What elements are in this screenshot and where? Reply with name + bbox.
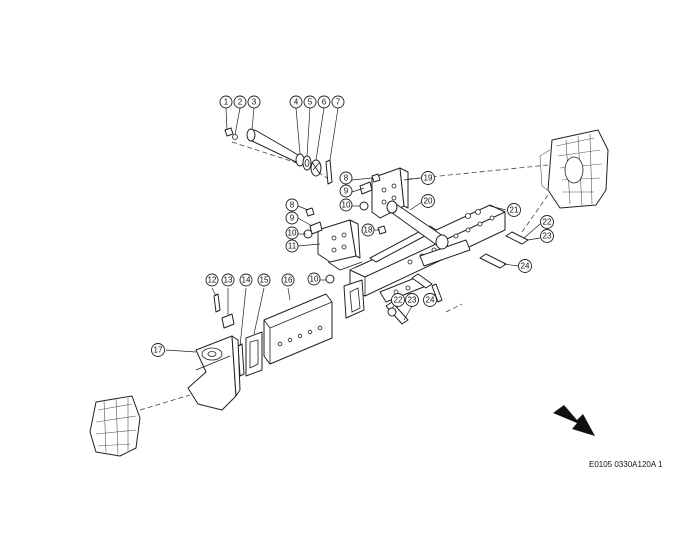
- svg-text:4: 4: [294, 98, 299, 107]
- svg-text:23: 23: [543, 232, 552, 241]
- callout-9-left: 9: [285, 211, 299, 225]
- callout-6: 6: [317, 95, 331, 109]
- callout-13: 13: [221, 273, 235, 287]
- svg-text:10: 10: [342, 201, 351, 210]
- drawing-code: E0105 0330A120A 1: [589, 460, 663, 469]
- svg-text:21: 21: [510, 206, 519, 215]
- pin-assembly: [224, 127, 333, 185]
- drawbar-sleeve: [263, 293, 333, 365]
- callout-16: 16: [281, 273, 295, 287]
- callout-24-lower: 24: [423, 293, 437, 307]
- gearbox-housing-right: [539, 129, 609, 209]
- bolt-set-lower: [385, 301, 409, 325]
- svg-text:10: 10: [310, 275, 319, 284]
- callout-10-lower: 10: [307, 272, 321, 286]
- leader-lines: [165, 107, 541, 353]
- svg-text:13: 13: [224, 276, 233, 285]
- callout-5: 5: [303, 95, 317, 109]
- svg-text:5: 5: [308, 98, 313, 107]
- callout-23-lower: 23: [405, 293, 419, 307]
- direction-arrow: [553, 405, 595, 436]
- svg-text:19: 19: [424, 174, 433, 183]
- callout-12: 12: [205, 273, 219, 287]
- svg-text:18: 18: [364, 226, 373, 235]
- svg-text:17: 17: [154, 346, 163, 355]
- svg-text:8: 8: [344, 174, 349, 183]
- callout-4: 4: [289, 95, 303, 109]
- svg-text:23: 23: [408, 296, 417, 305]
- main-frame: [343, 204, 506, 319]
- callout-11: 11: [285, 239, 299, 253]
- svg-text:22: 22: [394, 296, 403, 305]
- callout-15: 15: [257, 273, 271, 287]
- callout-17: 17: [151, 343, 165, 357]
- svg-text:10: 10: [288, 229, 297, 238]
- svg-text:7: 7: [336, 98, 341, 107]
- svg-text:15: 15: [260, 276, 269, 285]
- svg-text:12: 12: [208, 276, 217, 285]
- svg-text:8: 8: [290, 201, 295, 210]
- callout-22-lower: 22: [391, 293, 405, 307]
- svg-text:24: 24: [521, 262, 530, 271]
- hitch-clevis: [187, 335, 241, 411]
- svg-text:9: 9: [344, 187, 349, 196]
- callout-10-left: 10: [285, 226, 299, 240]
- callout-20: 20: [421, 194, 435, 208]
- svg-text:6: 6: [322, 98, 327, 107]
- callout-7: 7: [331, 95, 345, 109]
- svg-text:20: 20: [424, 197, 433, 206]
- callout-10-upper: 10: [339, 198, 353, 212]
- callout-8-left: 8: [285, 198, 299, 212]
- callout-22-right: 22: [540, 215, 554, 229]
- callout-2: 2: [233, 95, 247, 109]
- left-bracket: [303, 207, 363, 271]
- svg-text:22: 22: [543, 218, 552, 227]
- cross-tube: [386, 200, 449, 250]
- svg-text:11: 11: [288, 242, 297, 251]
- callout-3: 3: [247, 95, 261, 109]
- svg-text:24: 24: [426, 296, 435, 305]
- svg-text:3: 3: [252, 98, 257, 107]
- callout-19: 19: [421, 171, 435, 185]
- svg-text:9: 9: [290, 214, 295, 223]
- callout-18: 18: [361, 223, 375, 237]
- svg-text:16: 16: [284, 276, 293, 285]
- svg-text:2: 2: [238, 98, 243, 107]
- callout-21: 21: [507, 203, 521, 217]
- callout-24-right: 24: [518, 259, 532, 273]
- callout-9-upper: 9: [339, 184, 353, 198]
- gearbox-housing-left: [89, 395, 141, 457]
- small-bolt: [377, 225, 387, 235]
- washer-lower: [325, 274, 335, 284]
- svg-text:1: 1: [224, 98, 229, 107]
- callout-8-upper: 8: [339, 171, 353, 185]
- callout-1: 1: [219, 95, 233, 109]
- hitch-plate: [245, 331, 263, 377]
- callout-14: 14: [239, 273, 253, 287]
- callout-23-right: 23: [540, 229, 554, 243]
- svg-text:14: 14: [242, 276, 251, 285]
